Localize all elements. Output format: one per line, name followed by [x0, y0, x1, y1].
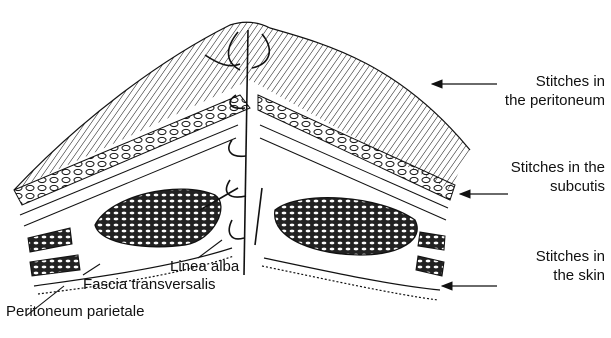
label-linea-alba: Linea alba	[170, 257, 239, 276]
label-peritoneum-parietale: Peritoneum parietale	[6, 302, 144, 321]
left-rectus-muscle	[95, 189, 221, 247]
label-fascia-transversalis: Fascia transversalis	[83, 275, 216, 294]
right-rectus-muscle	[275, 198, 418, 255]
label-line: the peritoneum	[440, 91, 605, 110]
label-subcutis-stitches: Stitches in the subcutis	[440, 158, 605, 196]
label-peritoneum-stitches: Stitches in the peritoneum	[440, 72, 605, 110]
label-line: subcutis	[440, 177, 605, 196]
label-line: Stitches in the	[440, 158, 605, 177]
label-skin-stitches: Stitches in the skin	[440, 247, 605, 285]
label-line: Stitches in	[440, 72, 605, 91]
leader-fascia-transversalis	[83, 264, 100, 275]
label-line: the skin	[440, 266, 605, 285]
leader-linea-alba	[198, 240, 222, 258]
label-line: Stitches in	[440, 247, 605, 266]
